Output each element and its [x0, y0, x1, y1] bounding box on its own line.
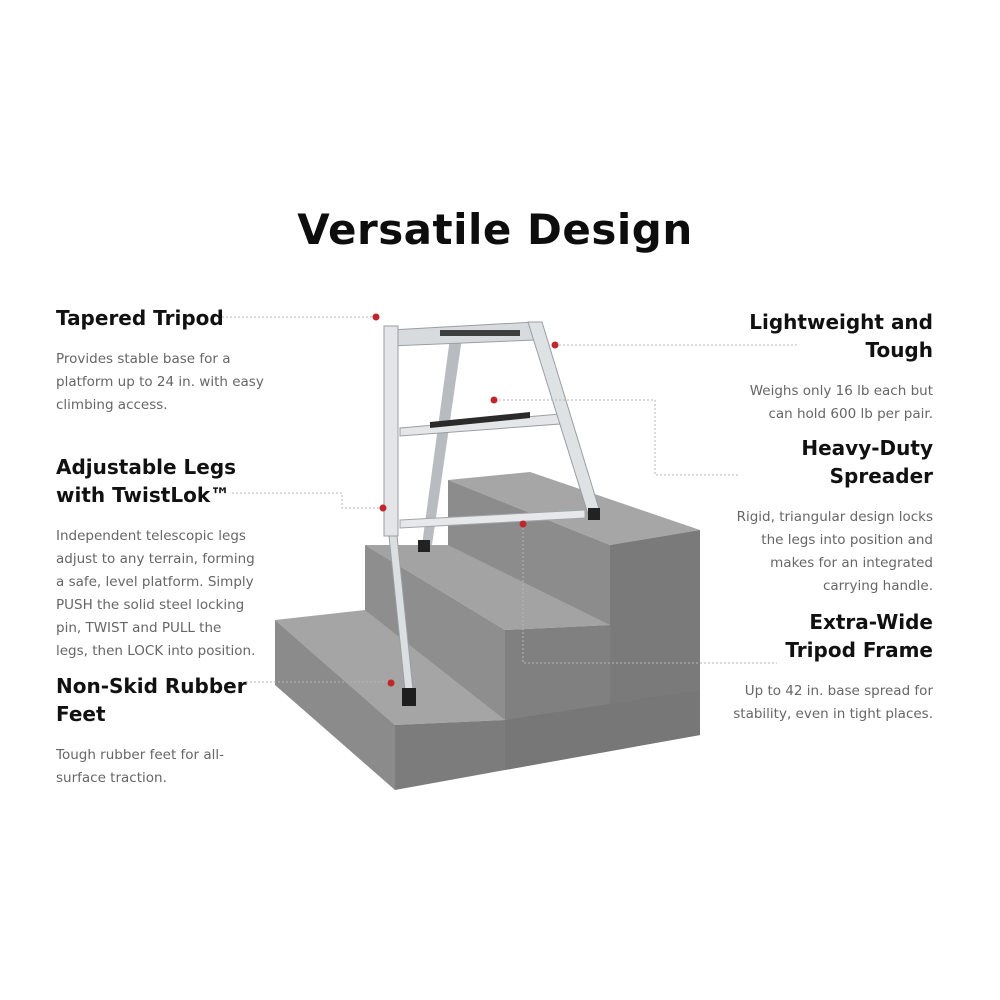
feature-heading: Adjustable Legs with TwistLok™	[56, 455, 237, 507]
marker-extra-wide	[519, 520, 527, 528]
page-title: Versatile Design	[297, 205, 693, 254]
feature-heading: Heavy-Duty Spreader	[801, 436, 933, 488]
feature-text: Independent telescopic legs adjust to an…	[56, 528, 256, 659]
feature-spreader: Heavy-Duty Spreader Rigid, triangular de…	[733, 434, 933, 598]
feature-heading: Extra-Wide Tripod Frame	[785, 610, 933, 662]
feature-heading: Lightweight and Tough	[749, 310, 933, 362]
marker-rubber-feet	[387, 679, 395, 687]
feature-extra-wide: Extra-Wide Tripod Frame Up to 42 in. bas…	[733, 608, 933, 726]
feature-heading: Non-Skid Rubber Feet	[56, 674, 247, 726]
marker-adjustable-legs	[379, 504, 387, 512]
tripod-ladder	[383, 321, 601, 706]
feature-non-skid-feet: Non-Skid Rubber Feet Tough rubber feet f…	[56, 672, 256, 790]
feature-text: Provides stable base for a platform up t…	[56, 351, 264, 413]
feature-text: Rigid, triangular design locks the legs …	[736, 509, 933, 594]
feature-text: Up to 42 in. base spread for stability, …	[733, 683, 933, 722]
feature-lightweight: Lightweight and Tough Weighs only 16 lb …	[733, 308, 933, 426]
callout-markers	[372, 313, 559, 687]
feature-adjustable-legs: Adjustable Legs with TwistLok™ Independe…	[56, 453, 256, 663]
feature-tapered-tripod: Tapered Tripod Provides stable base for …	[56, 304, 271, 417]
feature-text: Tough rubber feet for all-surface tracti…	[56, 747, 225, 786]
feature-heading: Tapered Tripod	[56, 306, 224, 330]
marker-lightweight	[551, 341, 559, 349]
marker-tapered-tripod	[372, 313, 380, 321]
marker-spreader	[490, 396, 498, 404]
callout-lines	[222, 316, 797, 683]
feature-text: Weighs only 16 lb each but can hold 600 …	[749, 383, 933, 422]
